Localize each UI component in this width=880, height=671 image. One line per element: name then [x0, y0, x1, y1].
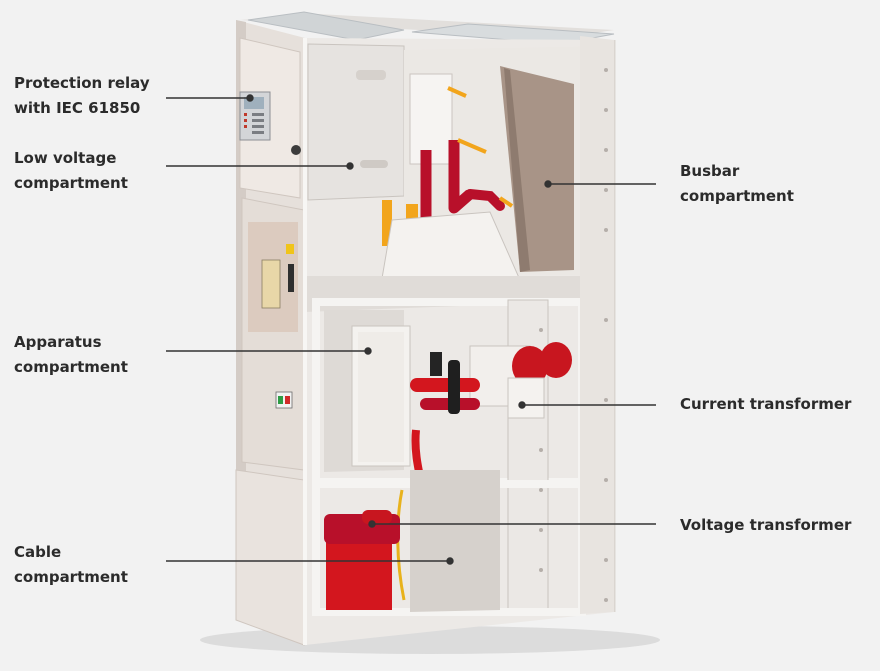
green-button — [278, 396, 283, 404]
lv-slot — [360, 160, 388, 168]
relay-buttons — [252, 113, 264, 134]
busbar-2 — [448, 140, 474, 214]
roof-duct — [247, 11, 405, 41]
leader-dot-cable — [446, 557, 454, 565]
label-cable: Cable compartment — [14, 540, 128, 590]
leader-dot-busbar — [544, 180, 552, 188]
busbar-channel — [409, 73, 453, 165]
label-protection-relay-line2: with IEC 61850 — [14, 99, 141, 117]
cable-door — [235, 469, 305, 646]
leader-dot-low-voltage — [346, 162, 354, 170]
label-low-voltage-line2: compartment — [14, 174, 128, 192]
label-protection-relay-line1: Protection relay — [14, 74, 150, 92]
orange-bar-1 — [382, 200, 392, 246]
label-apparatus: Apparatus compartment — [14, 330, 128, 380]
leader-dot-protection-relay — [246, 94, 254, 102]
busbar-3 — [465, 189, 505, 211]
current-transformer-2 — [540, 342, 572, 378]
leader-lines — [166, 94, 656, 565]
label-apparatus-line2: compartment — [14, 358, 128, 376]
side-column-holes — [604, 68, 608, 602]
spout-insulators — [410, 352, 480, 414]
right-side-column — [580, 36, 614, 614]
leader-dot-apparatus — [364, 347, 372, 355]
ct-white-block — [507, 377, 545, 419]
busbar-tab-3 — [498, 196, 514, 208]
label-cable-line1: Cable — [14, 543, 62, 561]
cable-back-sheet — [410, 470, 500, 612]
label-cable-line2: compartment — [14, 568, 128, 586]
mechanism-panel — [261, 259, 281, 309]
door-handle-knob — [291, 145, 301, 155]
label-current-transformer-line1: Current transformer — [680, 395, 852, 413]
label-low-voltage: Low voltage compartment — [14, 146, 128, 196]
door-handle — [288, 264, 294, 292]
label-low-voltage-line1: Low voltage — [14, 149, 117, 167]
red-button — [285, 396, 290, 404]
label-busbar: Busbar compartment — [680, 159, 794, 209]
label-voltage-transformer: Voltage transformer — [680, 513, 851, 538]
label-current-transformer: Current transformer — [680, 392, 851, 417]
relay-leds — [244, 113, 247, 128]
warning-sign — [286, 244, 294, 254]
busbar-top-tab-2 — [447, 86, 467, 98]
busbar-top-tab — [457, 138, 487, 154]
label-busbar-line1: Busbar — [680, 162, 740, 180]
label-apparatus-line1: Apparatus — [14, 333, 102, 351]
current-transformer-1 — [512, 346, 548, 386]
label-protection-relay: Protection relay with IEC 61850 — [14, 71, 150, 121]
low-voltage-compartment — [307, 43, 405, 201]
label-voltage-transformer-line1: Voltage transformer — [680, 516, 852, 534]
vt-top-cap — [362, 510, 392, 524]
leader-dot-voltage-transformer — [368, 520, 376, 528]
busbar-sheet-shade — [504, 68, 530, 272]
label-busbar-line2: compartment — [680, 187, 794, 205]
lv-slot-2 — [356, 70, 386, 80]
voltage-transformer-body — [326, 540, 392, 610]
leader-dot-current-transformer — [518, 401, 526, 409]
